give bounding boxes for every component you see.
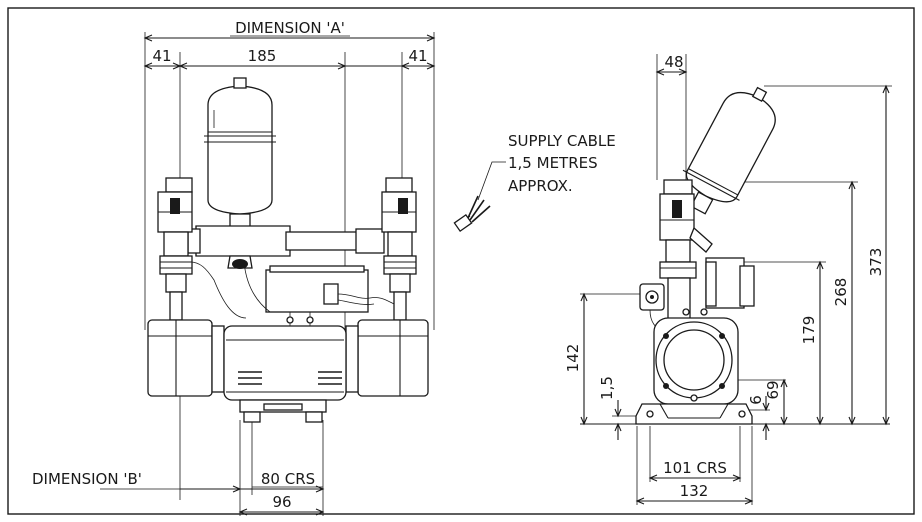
dim-101-crs: 101 CRS	[663, 459, 727, 477]
dim-41-right: 41	[408, 47, 427, 65]
dimension-a-label: DIMENSION 'A'	[235, 19, 345, 37]
annotation-line-2: 1,5 METRES	[508, 154, 598, 172]
front-view: DIMENSION 'A' 41 185 41	[32, 19, 436, 516]
expansion-vessel	[207, 85, 273, 215]
sheet-border	[7, 7, 915, 515]
left-pump-head	[147, 319, 213, 397]
annotation-line-1: SUPPLY CABLE	[508, 132, 616, 150]
dim-132: 132	[680, 482, 709, 500]
dim-96: 96	[272, 493, 291, 511]
dimension-b-label: DIMENSION 'B'	[32, 470, 142, 488]
side-expansion-vessel	[682, 86, 776, 215]
dim-268: 268	[832, 278, 850, 307]
dim-69: 69	[764, 380, 782, 399]
dim-185: 185	[248, 47, 277, 65]
cable-stub-icon	[453, 195, 491, 233]
dim-142: 142	[564, 344, 582, 373]
dim-1-5: 1,5	[598, 376, 616, 400]
dim-41-left: 41	[152, 47, 171, 65]
right-pump-head	[357, 319, 429, 397]
annotation-line-3: APPROX.	[508, 177, 573, 195]
dim-179: 179	[800, 316, 818, 345]
dim-48: 48	[664, 53, 683, 71]
supply-cable-annotation: SUPPLY CABLE 1,5 METRES APPROX.	[453, 132, 616, 233]
control-box	[265, 269, 369, 313]
dim-80-crs: 80 CRS	[261, 470, 315, 488]
dim-373: 373	[867, 248, 885, 277]
dim-6: 6	[747, 395, 765, 405]
motor-body	[223, 325, 347, 401]
side-view: 48	[564, 53, 892, 505]
